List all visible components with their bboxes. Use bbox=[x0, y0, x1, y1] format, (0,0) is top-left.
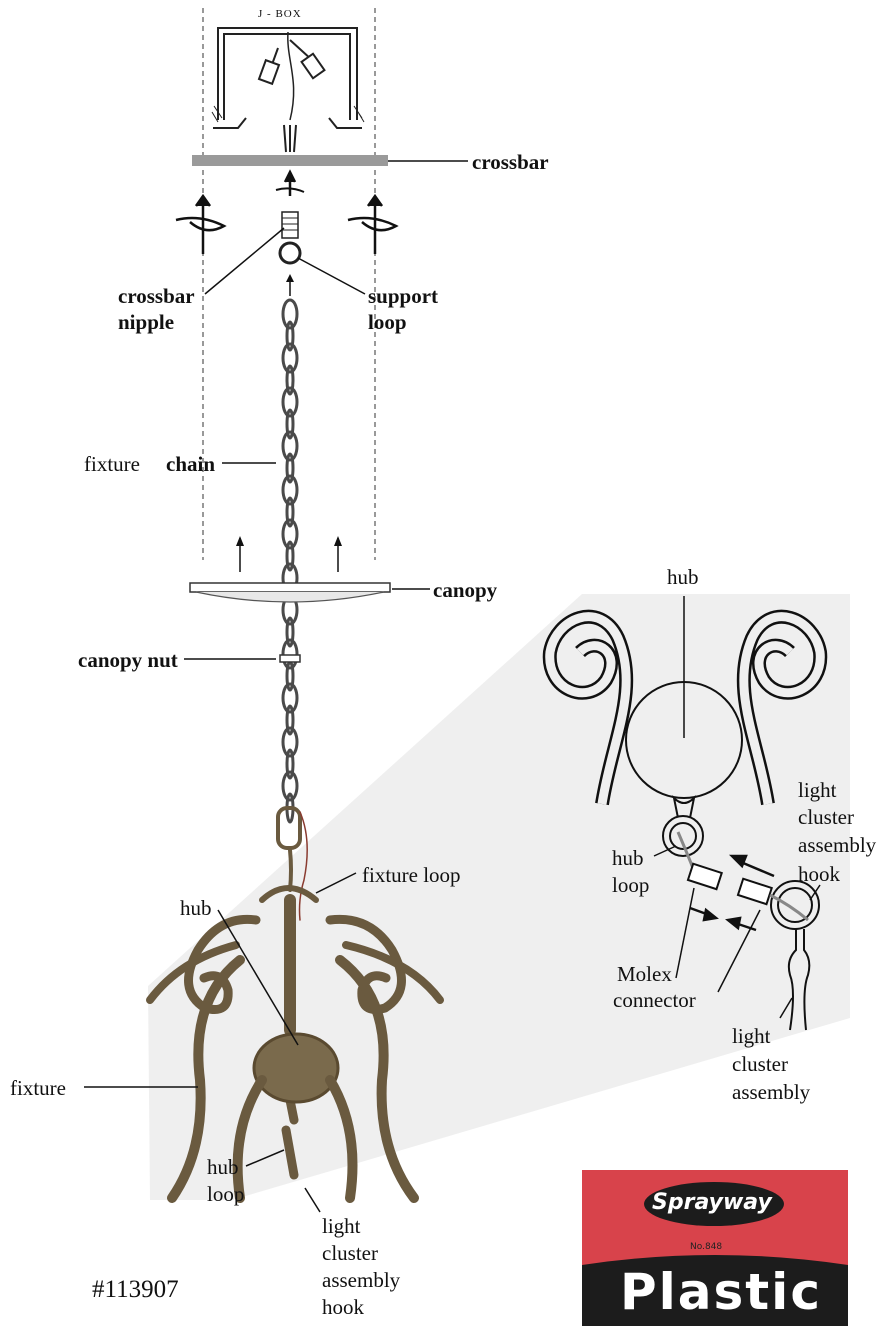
label-lcah-2: cluster bbox=[322, 1241, 378, 1265]
label-support-loop-2: loop bbox=[368, 310, 407, 334]
can-number: No.848 bbox=[690, 1242, 722, 1252]
label-fixture-loop: fixture loop bbox=[362, 863, 461, 887]
can-product: Plastic bbox=[620, 1264, 822, 1322]
label-hub-loop-1: hub bbox=[207, 1155, 239, 1179]
support-loop-assembly bbox=[280, 212, 300, 296]
part-number: #113907 bbox=[92, 1276, 179, 1305]
fixture-chain bbox=[283, 300, 297, 822]
label-lcah-4: hook bbox=[322, 1295, 364, 1319]
label-hub: hub bbox=[180, 896, 212, 920]
detail-label-lca-3: assembly bbox=[732, 1080, 810, 1104]
jbox-drawing bbox=[212, 28, 364, 152]
label-lcah-3: assembly bbox=[322, 1268, 400, 1292]
detail-label-lca-1: light bbox=[732, 1024, 771, 1048]
can-brand: Sprayway bbox=[652, 1190, 772, 1215]
detail-label-hub-loop-2: loop bbox=[612, 873, 649, 897]
detail-label-lca-2: cluster bbox=[732, 1052, 788, 1076]
detail-label-lcah-4: hook bbox=[798, 862, 840, 886]
detail-label-lcah-2: cluster bbox=[798, 805, 854, 829]
label-crossbar: crossbar bbox=[472, 150, 549, 174]
label-canopy: canopy bbox=[433, 578, 497, 602]
label-canopy-nut: canopy nut bbox=[78, 648, 178, 672]
jbox-title: J - BOX bbox=[258, 8, 302, 21]
canopy-nut bbox=[280, 655, 300, 662]
label-fixture-chain-a: fixture bbox=[84, 452, 140, 476]
detail-label-lcah-3: assembly bbox=[798, 833, 876, 857]
detail-label-hub-loop-1: hub bbox=[612, 846, 644, 870]
detail-label-molex-2: connector bbox=[613, 988, 696, 1012]
label-fixture-chain-b: chain bbox=[166, 452, 215, 476]
detail-label-molex-1: Molex bbox=[617, 962, 672, 986]
detail-label-hub: hub bbox=[667, 565, 699, 589]
label-hub-loop-2: loop bbox=[207, 1182, 244, 1206]
label-lcah-1: light bbox=[322, 1214, 361, 1238]
label-support-loop-1: support bbox=[368, 284, 438, 308]
label-crossbar-nipple-2: nipple bbox=[118, 310, 174, 334]
crossbar-bar bbox=[192, 155, 388, 166]
detail-label-lcah-1: light bbox=[798, 778, 837, 802]
label-crossbar-nipple-1: crossbar bbox=[118, 284, 195, 308]
label-fixture: fixture bbox=[10, 1076, 66, 1100]
